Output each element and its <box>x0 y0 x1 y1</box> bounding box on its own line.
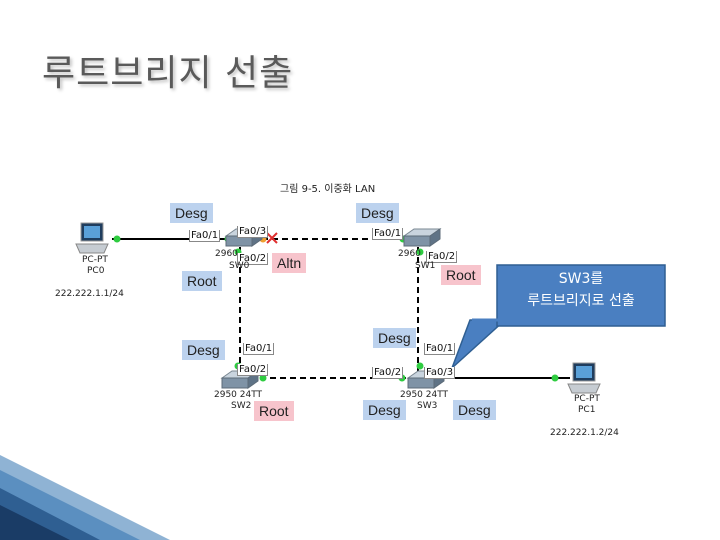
sw1-name: SW1 <box>415 261 436 271</box>
sw2-model: 2950 24TT <box>214 390 263 400</box>
sw1-icon <box>402 228 442 247</box>
blocked-x-icon <box>266 232 278 244</box>
role-badge-desg: Desg <box>363 400 406 420</box>
sw0-model: 2960 <box>215 249 238 259</box>
sw3-name: SW3 <box>417 401 438 411</box>
sw3-model: 2950 24TT <box>400 390 449 400</box>
pc0-icon <box>75 222 109 254</box>
pc1-name: PC1 <box>578 405 596 415</box>
role-badge-altn: Altn <box>272 253 307 273</box>
role-badge-desg: Desg <box>356 203 399 223</box>
role-badge-root: Root <box>441 265 481 285</box>
role-badge-root: Root <box>182 271 222 291</box>
pc0-name: PC0 <box>87 266 105 276</box>
callout-shape <box>451 264 666 369</box>
decorative-stripes <box>0 455 170 540</box>
callout-line-1: SW3를 <box>558 271 604 287</box>
role-badge-desg: Desg <box>373 328 416 348</box>
port-label-sw3-fa01: Fa0/1 <box>424 343 456 355</box>
port-label-sw2-fa01: Fa0/1 <box>243 343 275 355</box>
role-badge-desg: Desg <box>182 340 225 360</box>
sw1-model: 2960 <box>398 249 421 259</box>
slide-title: 루트브리지 선출 <box>42 53 294 94</box>
role-badge-desg: Desg <box>453 400 496 420</box>
sw2-name: SW2 <box>231 401 252 411</box>
sw0-name: SW0 <box>229 261 250 271</box>
port-label-sw0-fa03: Fa0/3 <box>237 226 269 238</box>
port-label-sw0-fa01: Fa0/1 <box>189 230 221 242</box>
pc0-ip: 222.222.1.1/24 <box>55 289 124 299</box>
role-badge-desg: Desg <box>170 203 213 223</box>
port-label-sw1-fa01: Fa0/1 <box>372 228 404 240</box>
pc0-model: PC-PT <box>82 255 108 265</box>
link-status-dots <box>113 235 559 382</box>
callout-line-2: 루트브리지로 선출 <box>527 293 635 309</box>
pc1-ip: 222.222.1.2/24 <box>550 428 619 438</box>
role-badge-root: Root <box>254 401 294 421</box>
port-label-sw0-fa02: Fa0/2 <box>237 253 269 265</box>
callout-text: SW3를 루트브리지로 선출 <box>500 268 662 312</box>
port-label-sw3-fa03: Fa0/3 <box>424 367 456 379</box>
port-label-sw3-fa02: Fa0/2 <box>372 367 404 379</box>
port-label-sw2-fa02: Fa0/2 <box>237 364 269 376</box>
pc1-icon <box>567 362 601 394</box>
figure-caption: 그림 9-5. 이중화 LAN <box>280 184 376 195</box>
port-label-sw1-fa02: Fa0/2 <box>426 251 458 263</box>
pc1-model: PC-PT <box>574 394 600 404</box>
